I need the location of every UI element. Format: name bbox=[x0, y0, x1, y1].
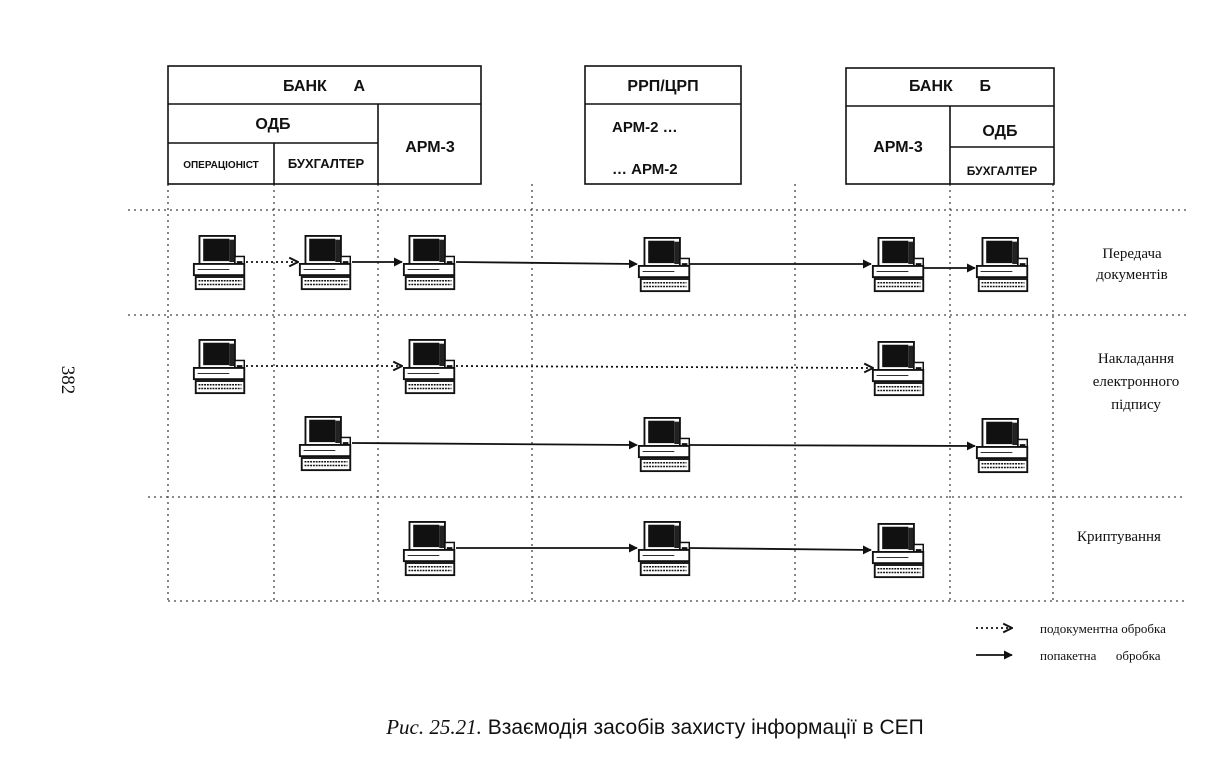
computer-terminal-icon bbox=[871, 236, 925, 293]
bank-a-odb-label: ОДБ bbox=[255, 116, 290, 133]
computer-terminal-icon bbox=[975, 236, 1029, 293]
computer-terminal-icon bbox=[975, 417, 1029, 474]
bank-a-arm3-label: АРМ-3 bbox=[405, 139, 455, 156]
dotted-arrow bbox=[455, 366, 873, 368]
rrp-title: РРП/ЦРП bbox=[627, 78, 698, 95]
row-labels: Передача документів Накладання електронн… bbox=[1077, 246, 1179, 545]
computer-terminal-icon bbox=[402, 338, 456, 395]
solid-arrow bbox=[688, 545, 872, 555]
rrp-arm2-top: АРМ-2 … bbox=[612, 119, 678, 136]
rrp-arm2-bottom: … АРМ-2 bbox=[612, 161, 678, 178]
legend-dotted-label: подокументна обробка bbox=[1040, 621, 1166, 636]
rrp-header: РРП/ЦРП АРМ-2 … … АРМ-2 bbox=[584, 65, 742, 185]
row-label-signature-line2: електронного bbox=[1093, 374, 1179, 390]
computer-terminal-icon bbox=[402, 520, 456, 577]
bank-a-operator-label: ОПЕРАЦІОНІСТ bbox=[183, 160, 259, 171]
solid-arrow bbox=[455, 259, 638, 269]
row-label-signature-line3: підпису bbox=[1111, 397, 1161, 413]
bank-b-title: БАНК Б bbox=[909, 78, 991, 95]
computer-terminal-icon bbox=[637, 520, 691, 577]
row-label-transfer-line1: Передача bbox=[1102, 246, 1162, 262]
figure-caption: Рис. 25.21. Взаємодія засобів захисту ін… bbox=[385, 715, 924, 739]
computer-terminal-icon bbox=[192, 234, 246, 291]
grid-lines bbox=[128, 184, 1186, 602]
bank-b-arm3-label: АРМ-3 bbox=[873, 139, 923, 156]
computer-terminal-icon bbox=[637, 416, 691, 473]
flow-arrows bbox=[246, 259, 976, 555]
row-label-encryption: Криптування bbox=[1077, 529, 1161, 545]
bank-a-accountant-label: БУХГАЛТЕР bbox=[288, 156, 365, 171]
legend-solid-label: попакетна обробка bbox=[1040, 648, 1161, 663]
computer-terminal-icon bbox=[637, 236, 691, 293]
caption-text: Взаємодія засобів захисту інформації в С… bbox=[482, 716, 924, 739]
bank-b-odb-label: ОДБ bbox=[982, 123, 1017, 140]
computer-terminal-icon bbox=[192, 338, 246, 395]
computer-terminal-icon bbox=[298, 234, 352, 291]
bank-b-header: БАНК Б АРМ-3 ОДБ БУХГАЛТЕР bbox=[845, 67, 1055, 185]
row-label-signature-line1: Накладання bbox=[1098, 351, 1174, 367]
bank-a-header: БАНК А ОДБ ОПЕРАЦІОНІСТ БУХГАЛТЕР АРМ-3 bbox=[167, 65, 482, 185]
computer-terminal-icon bbox=[871, 340, 925, 397]
legend: подокументна обробка попакетна обробка bbox=[976, 621, 1166, 663]
solid-arrow bbox=[351, 440, 638, 450]
computer-terminal-icon bbox=[402, 234, 456, 291]
caption-prefix: Рис. 25.21. bbox=[385, 715, 482, 739]
computers bbox=[192, 234, 1029, 579]
computer-terminal-icon bbox=[298, 415, 352, 472]
bank-a-title: БАНК А bbox=[283, 78, 365, 95]
bank-b-accountant-label: БУХГАЛТЕР bbox=[967, 164, 1037, 178]
computer-terminal-icon bbox=[871, 522, 925, 579]
row-label-transfer-line2: документів bbox=[1096, 267, 1168, 283]
solid-arrow bbox=[688, 441, 976, 451]
page-number: 382 bbox=[57, 366, 78, 395]
